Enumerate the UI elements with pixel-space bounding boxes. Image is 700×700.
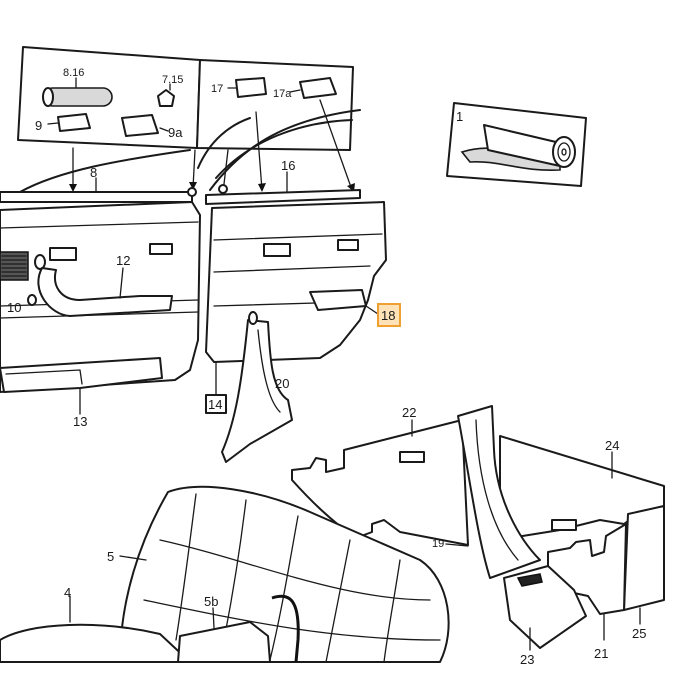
label-8: 8	[90, 165, 97, 180]
highlight-box-18	[377, 303, 401, 327]
clip-part	[157, 89, 175, 107]
speaker-grille	[0, 251, 29, 281]
armrest-12	[37, 267, 173, 317]
label-14: 14	[208, 397, 222, 412]
label-13: 13	[73, 414, 87, 429]
label-17: 17	[211, 83, 223, 95]
armrest-18	[309, 289, 367, 311]
armrest-5b	[177, 621, 271, 663]
carpet-23	[503, 565, 587, 649]
label-17a: 17a	[273, 88, 292, 100]
handle-part-17	[235, 77, 267, 98]
rear-door-panel: 18 14	[205, 201, 401, 414]
label-21: 21	[594, 646, 608, 661]
label-7-15: 7.15	[162, 74, 183, 86]
label-9: 9	[35, 118, 42, 133]
inset-roll-box: 1	[446, 102, 587, 187]
label-1: 1	[456, 109, 463, 124]
label-19: 19	[432, 538, 444, 550]
inset-clips-box: 8.16 7.15 9 9a	[17, 46, 201, 149]
front-door-panel: 12 10 13	[0, 201, 201, 429]
label-18: 18	[381, 308, 395, 323]
trunk-floor-panels: 24 19	[432, 405, 665, 579]
label-16: 16	[281, 158, 295, 173]
panel-slot	[49, 247, 77, 261]
label-5: 5	[107, 549, 114, 564]
door-window-frames: 8 16	[0, 109, 361, 205]
roll-part-1	[552, 136, 576, 168]
inset-handles-box: 17 17a	[196, 59, 354, 151]
label-25: 25	[632, 626, 646, 641]
label-10: 10	[7, 300, 21, 315]
label-4: 4	[64, 585, 71, 600]
bracket-part-9	[57, 113, 91, 132]
handle-part-17a	[299, 77, 337, 99]
molding-strip-8	[0, 191, 193, 203]
rear-seat-5: 5 5b	[107, 485, 450, 663]
label-5b: 5b	[204, 594, 218, 609]
label-23: 23	[520, 652, 534, 667]
front-seat-4: 4	[0, 585, 271, 663]
label-8-16: 8.16	[63, 67, 84, 79]
label-20: 20	[275, 376, 289, 391]
carpet-25	[623, 505, 665, 611]
label-9a: 9a	[168, 125, 183, 140]
molding-strip-16	[205, 189, 361, 205]
bracket-part-9a	[121, 114, 159, 137]
leader-arrows	[69, 99, 355, 192]
molding-strip-part	[43, 87, 113, 107]
label-24: 24	[605, 438, 619, 453]
pillar-trim-20: 20	[221, 311, 293, 463]
floor-carpets: 25 21 23	[503, 505, 665, 667]
label-22: 22	[402, 405, 416, 420]
label-12: 12	[116, 253, 130, 268]
